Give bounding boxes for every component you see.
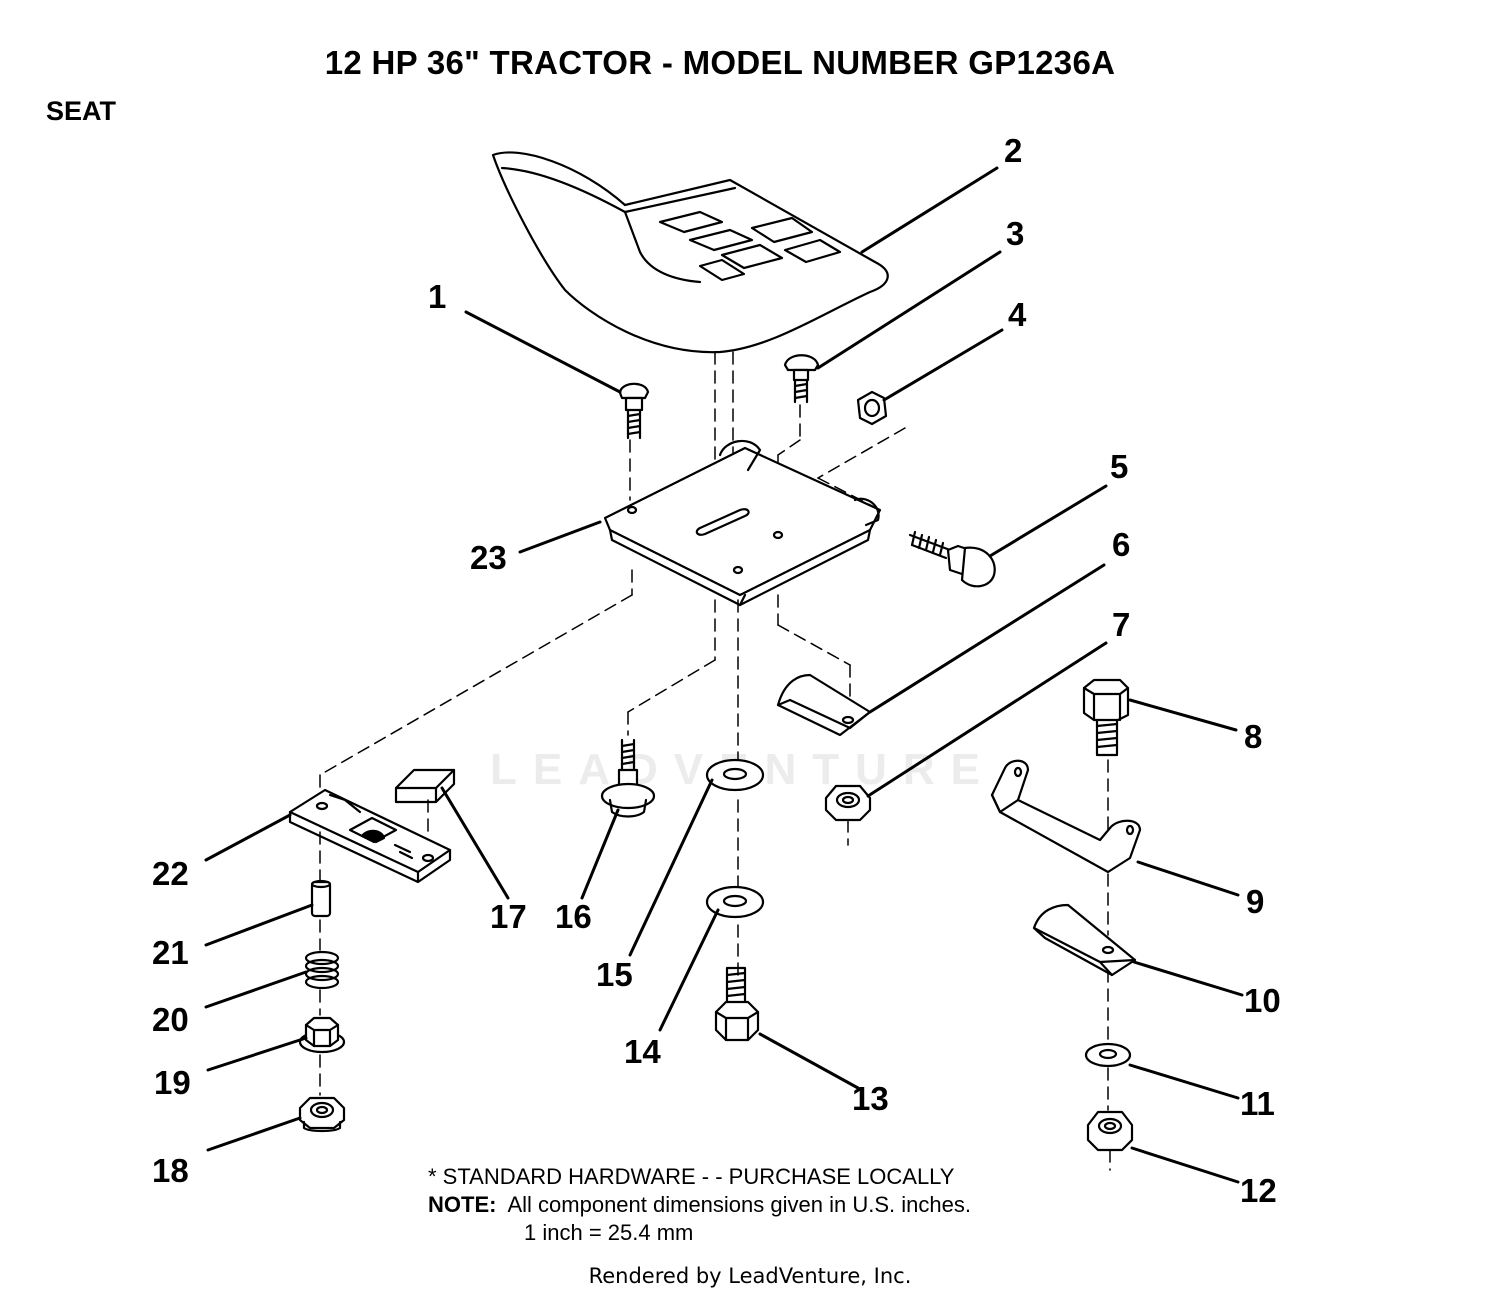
flange-nut-18 <box>298 1096 346 1133</box>
hex-bolt-8 <box>1082 678 1130 757</box>
standard-hardware-note: * STANDARD HARDWARE - - PURCHASE LOCALLY <box>428 1164 955 1189</box>
diagram-title: 12 HP 36" TRACTOR - MODEL NUMBER GP1236A <box>324 44 1116 81</box>
footer-credit: Rendered by LeadVenture, Inc. <box>588 1264 912 1288</box>
section-heading: SEAT <box>46 96 117 126</box>
callout-13: 13 <box>852 1080 889 1117</box>
callout-23: 23 <box>470 539 507 576</box>
washer-11 <box>1084 1042 1132 1068</box>
callout-16: 16 <box>555 898 592 935</box>
spring-20 <box>304 950 340 990</box>
pad-17 <box>394 768 456 804</box>
hex-bolt-13 <box>714 966 760 1042</box>
spacer-21 <box>310 879 332 918</box>
callout-8: 8 <box>1244 718 1263 755</box>
carriage-bolt-3 <box>783 354 820 404</box>
conversion-note: 1 inch = 25.4 mm <box>524 1220 694 1245</box>
spring-clip-6 <box>776 673 872 737</box>
callout-21: 21 <box>152 934 189 971</box>
callout-14: 14 <box>624 1033 661 1070</box>
callout-15: 15 <box>596 956 633 993</box>
callout-9: 9 <box>1246 883 1265 920</box>
callout-12: 12 <box>1240 1172 1277 1209</box>
callout-2: 2 <box>1004 132 1023 169</box>
leader-lines <box>204 166 1244 1184</box>
callout-4: 4 <box>1008 296 1027 333</box>
seat-pan <box>603 439 882 607</box>
callout-20: 20 <box>152 1001 189 1038</box>
callout-1: 1 <box>428 278 447 315</box>
seat <box>491 151 889 354</box>
dimensions-note: NOTE: All component dimensions given in … <box>428 1191 971 1219</box>
washer-15 <box>705 758 765 792</box>
bracket-9 <box>990 759 1142 874</box>
lock-nut-12 <box>1086 1110 1134 1152</box>
callout-10: 10 <box>1244 982 1281 1019</box>
spring-clip-10 <box>1032 903 1137 977</box>
callout-7: 7 <box>1112 606 1131 643</box>
callout-19: 19 <box>154 1064 191 1101</box>
callout-22: 22 <box>152 855 189 892</box>
callout-18: 18 <box>152 1152 189 1189</box>
hex-nut-19 <box>298 1016 346 1054</box>
note-label: NOTE: <box>428 1192 497 1217</box>
hex-nut-4 <box>856 390 888 426</box>
lock-nut-7 <box>824 784 872 822</box>
carriage-bolt-1 <box>618 382 650 440</box>
callout-11: 11 <box>1240 1085 1275 1122</box>
shoulder-bolt-16 <box>600 738 656 818</box>
note-text: All component dimensions given in U.S. i… <box>507 1192 971 1217</box>
callout-17: 17 <box>490 898 527 935</box>
notes-block: * STANDARD HARDWARE - - PURCHASE LOCALLY… <box>428 1163 971 1247</box>
shoulder-bolt-5 <box>908 530 996 588</box>
callout-5: 5 <box>1110 448 1129 485</box>
slide-plate <box>288 788 452 884</box>
callout-6: 6 <box>1112 526 1131 563</box>
callout-3: 3 <box>1006 215 1025 252</box>
washer-14 <box>705 885 765 919</box>
